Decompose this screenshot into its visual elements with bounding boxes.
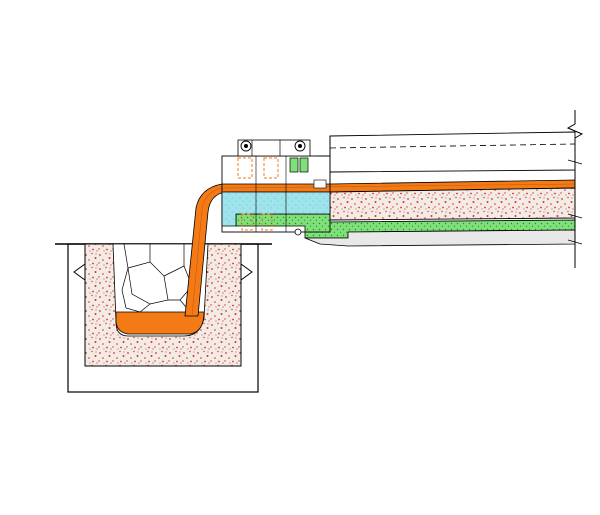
- pin: [294, 228, 302, 236]
- molten-pool: [115, 311, 205, 335]
- coupling-block: [221, 139, 331, 236]
- break-line: [566, 110, 584, 268]
- runner-cover: [329, 131, 576, 173]
- bolt-right: [294, 140, 306, 152]
- bolt-left: [240, 140, 252, 152]
- left-bracket: [73, 263, 86, 281]
- right-bracket: [240, 263, 253, 281]
- cooling-jacket: [221, 191, 331, 227]
- runner-refractory: [329, 187, 576, 221]
- green-bolt: [289, 157, 299, 173]
- bolt-shanks: [237, 157, 279, 231]
- ladle: [55, 243, 272, 393]
- top-flange: [237, 139, 311, 157]
